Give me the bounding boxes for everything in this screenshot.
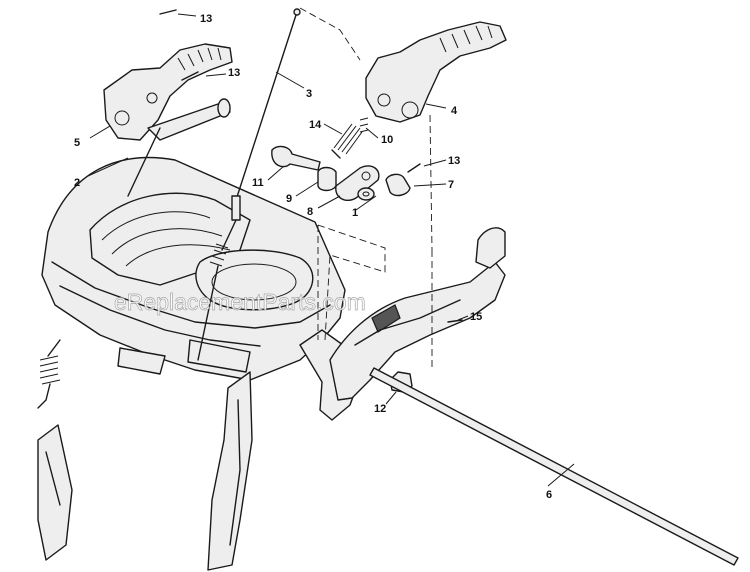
callout-2: 2 bbox=[74, 177, 80, 189]
callout-13-top: 13 bbox=[200, 13, 212, 25]
callout-5: 5 bbox=[74, 137, 80, 149]
small-parts-cluster bbox=[271, 117, 411, 202]
callout-14: 14 bbox=[309, 119, 322, 131]
right-handle bbox=[207, 371, 253, 571]
callout-3: 3 bbox=[306, 88, 312, 100]
callout-8: 8 bbox=[307, 206, 313, 218]
watermark-text: eReplacementParts.com bbox=[114, 289, 366, 315]
callout-13-right: 13 bbox=[448, 155, 460, 167]
callout-6: 6 bbox=[546, 489, 552, 501]
roll-pins bbox=[159, 9, 463, 323]
callout-4: 4 bbox=[451, 105, 458, 117]
callout-11: 11 bbox=[252, 177, 264, 189]
callout-leaders bbox=[87, 13, 575, 487]
control-panel bbox=[329, 227, 506, 401]
mounting-plate-outline bbox=[299, 7, 433, 370]
callout-15: 15 bbox=[470, 311, 482, 323]
left-lever bbox=[103, 43, 233, 141]
housing-spring bbox=[37, 339, 61, 409]
auger-housing bbox=[41, 156, 346, 381]
callout-labels: 1 2 3 4 5 6 7 8 9 10 11 12 13 13 13 14 1… bbox=[74, 13, 552, 501]
long-rod bbox=[369, 367, 739, 566]
left-handle bbox=[37, 424, 73, 561]
callout-10: 10 bbox=[381, 134, 393, 146]
lever-shaft bbox=[127, 98, 231, 197]
callout-7: 7 bbox=[448, 179, 454, 191]
callout-12: 12 bbox=[374, 403, 386, 415]
callout-1: 1 bbox=[352, 207, 358, 219]
callout-9: 9 bbox=[286, 193, 292, 205]
callout-13-left: 13 bbox=[228, 67, 240, 79]
control-cable bbox=[197, 8, 301, 361]
right-lever bbox=[365, 21, 507, 123]
